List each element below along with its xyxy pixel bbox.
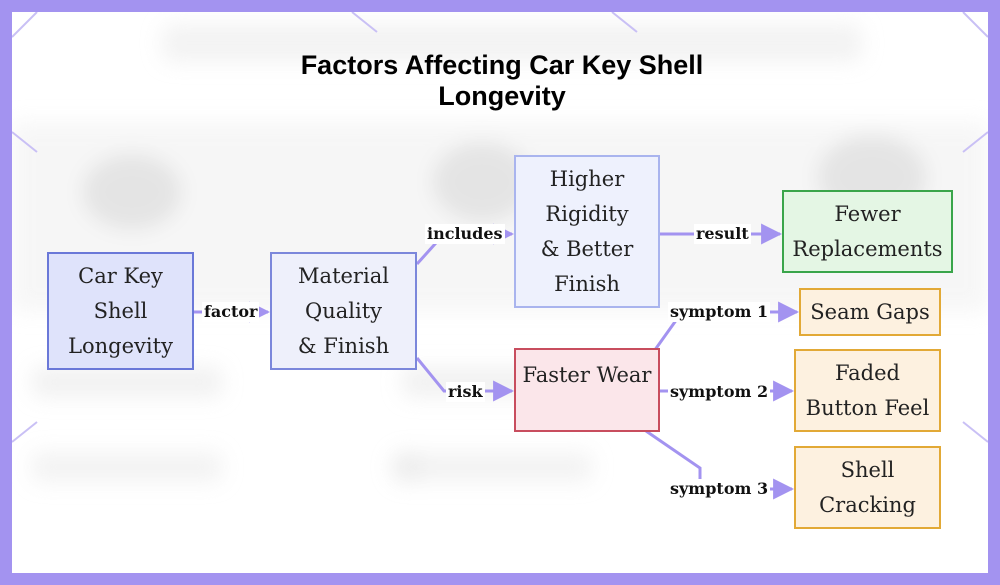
node-text: Faster Wear — [523, 358, 652, 393]
edge-label-result: result — [694, 224, 751, 244]
edge-label-symptom-1: symptom 1 — [668, 302, 770, 322]
node-text: & Better — [541, 232, 634, 267]
node-text: Fewer — [834, 197, 900, 232]
node-text: Shell — [841, 453, 895, 488]
edge-label-factor: factor — [202, 302, 259, 322]
node-higher-rigidity[interactable]: Higher Rigidity & Better Finish — [514, 155, 660, 308]
node-faded-button-feel[interactable]: Faded Button Feel — [794, 349, 941, 432]
edge-label-includes: includes — [425, 224, 505, 244]
node-faster-wear[interactable]: Faster Wear — [514, 348, 660, 432]
node-text: Higher — [550, 162, 624, 197]
node-text: Shell — [94, 294, 148, 329]
node-text: Rigidity — [545, 197, 628, 232]
node-text: Button Feel — [806, 391, 930, 426]
node-fewer-replacements[interactable]: Fewer Replacements — [782, 190, 953, 273]
node-text: & Finish — [298, 329, 389, 364]
node-text: Faded — [835, 356, 900, 391]
node-text: Finish — [554, 267, 620, 302]
node-material-quality-finish[interactable]: Material Quality & Finish — [270, 252, 417, 370]
node-text: Longevity — [68, 329, 173, 364]
node-text: Cracking — [819, 488, 916, 523]
node-text: Replacements — [792, 232, 942, 267]
node-text: Seam Gaps — [810, 295, 929, 330]
node-car-key-shell-longevity[interactable]: Car Key Shell Longevity — [47, 252, 194, 370]
edge-label-symptom-3: symptom 3 — [668, 479, 770, 499]
node-text: Quality — [305, 294, 382, 329]
node-text: Material — [298, 259, 389, 294]
edge-label-risk: risk — [446, 382, 485, 402]
node-text: Car Key — [78, 259, 163, 294]
diagram-canvas: Factors Affecting Car Key Shell Longevit… — [12, 12, 988, 573]
edge-label-symptom-2: symptom 2 — [668, 382, 770, 402]
node-seam-gaps[interactable]: Seam Gaps — [799, 288, 941, 336]
node-shell-cracking[interactable]: Shell Cracking — [794, 446, 941, 529]
